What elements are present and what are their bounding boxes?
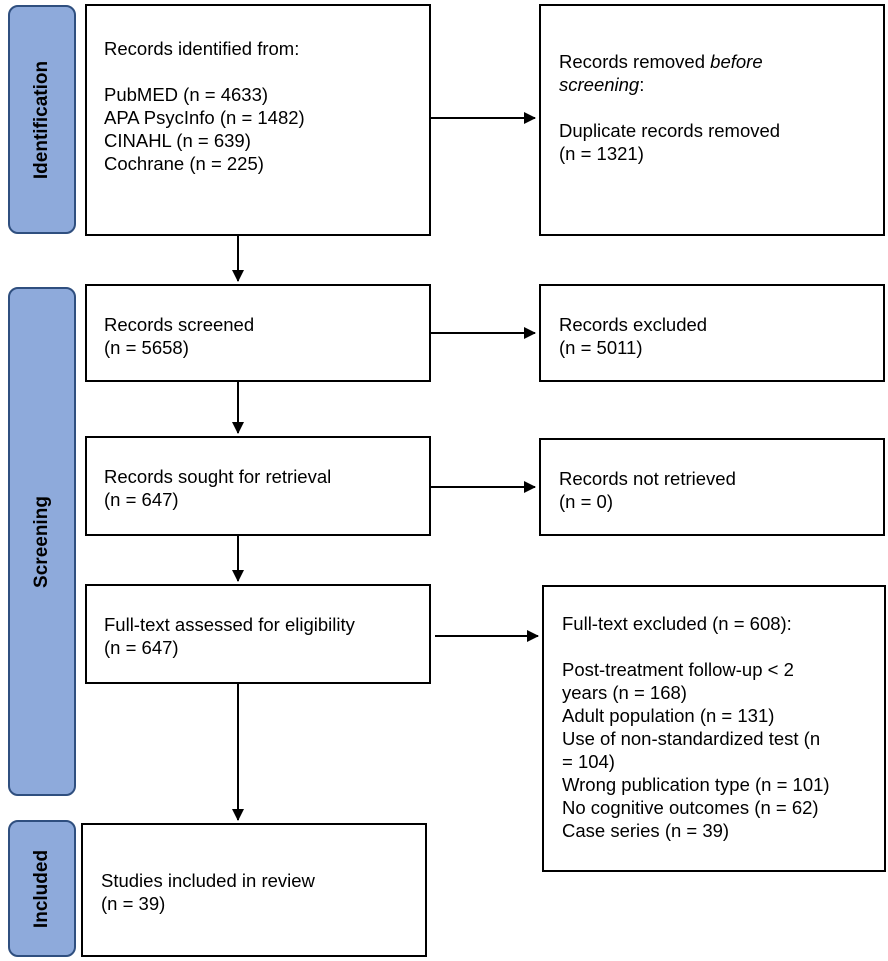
phase-included: Included: [8, 820, 76, 957]
records-sought-count: (n = 647): [104, 489, 179, 510]
records-not-retrieved-label: Records not retrieved: [559, 468, 736, 489]
reason-followup-line1: Post-treatment follow-up < 2: [562, 659, 794, 680]
reason-nonstandard-test-line2: = 104): [562, 751, 615, 772]
records-not-retrieved-count: (n = 0): [559, 491, 613, 512]
fulltext-assessed-count: (n = 647): [104, 637, 179, 658]
records-screened-count: (n = 5658): [104, 337, 189, 358]
reason-no-cognitive-outcomes: No cognitive outcomes (n = 62): [562, 797, 819, 818]
studies-included-count: (n = 39): [101, 893, 166, 914]
source-psycinfo: APA PsycInfo (n = 1482): [104, 107, 305, 128]
records-sought-label: Records sought for retrieval: [104, 466, 332, 487]
phase-screening: Screening: [8, 287, 76, 796]
records-removed-title-line1: Records removed before: [559, 51, 763, 72]
source-pubmed: PubMED (n = 4633): [104, 84, 269, 105]
records-screened-label: Records screened: [104, 314, 255, 335]
reason-followup-line2: years (n = 168): [562, 682, 687, 703]
reason-adult-population: Adult population (n = 131): [562, 705, 775, 726]
reason-case-series: Case series (n = 39): [562, 820, 730, 841]
studies-included-label: Studies included in review: [101, 870, 315, 891]
reason-wrong-publication: Wrong publication type (n = 101): [562, 774, 830, 795]
fulltext-assessed-label: Full-text assessed for eligibility: [104, 614, 355, 635]
source-cinahl: CINAHL (n = 639): [104, 130, 251, 151]
reason-nonstandard-test-line1: Use of non-standardized test (n: [562, 728, 821, 749]
records-excluded-box: Records excluded (n = 5011): [539, 284, 885, 382]
phase-identification: Identification: [8, 5, 76, 234]
fulltext-excluded-title: Full-text excluded (n = 608):: [562, 613, 792, 634]
records-identified-title: Records identified from:: [104, 38, 300, 59]
studies-included-box: Studies included in review (n = 39): [81, 823, 427, 957]
duplicates-removed-count: (n = 1321): [559, 143, 644, 164]
records-removed-title-line2: screening:: [559, 74, 645, 95]
records-screened-box: Records screened (n = 5658): [85, 284, 431, 382]
records-identified-box: Records identified from: PubMED (n = 463…: [85, 4, 431, 236]
records-removed-box: Records removed before screening: Duplic…: [539, 4, 885, 236]
fulltext-assessed-box: Full-text assessed for eligibility (n = …: [85, 584, 431, 684]
source-cochrane: Cochrane (n = 225): [104, 153, 264, 174]
duplicates-removed-label: Duplicate records removed: [559, 120, 781, 141]
records-not-retrieved-box: Records not retrieved (n = 0): [539, 438, 885, 536]
records-excluded-label: Records excluded: [559, 314, 708, 335]
records-sought-box: Records sought for retrieval (n = 647): [85, 436, 431, 536]
records-excluded-count: (n = 5011): [559, 337, 643, 358]
fulltext-excluded-box: Full-text excluded (n = 608): Post-treat…: [542, 585, 886, 872]
